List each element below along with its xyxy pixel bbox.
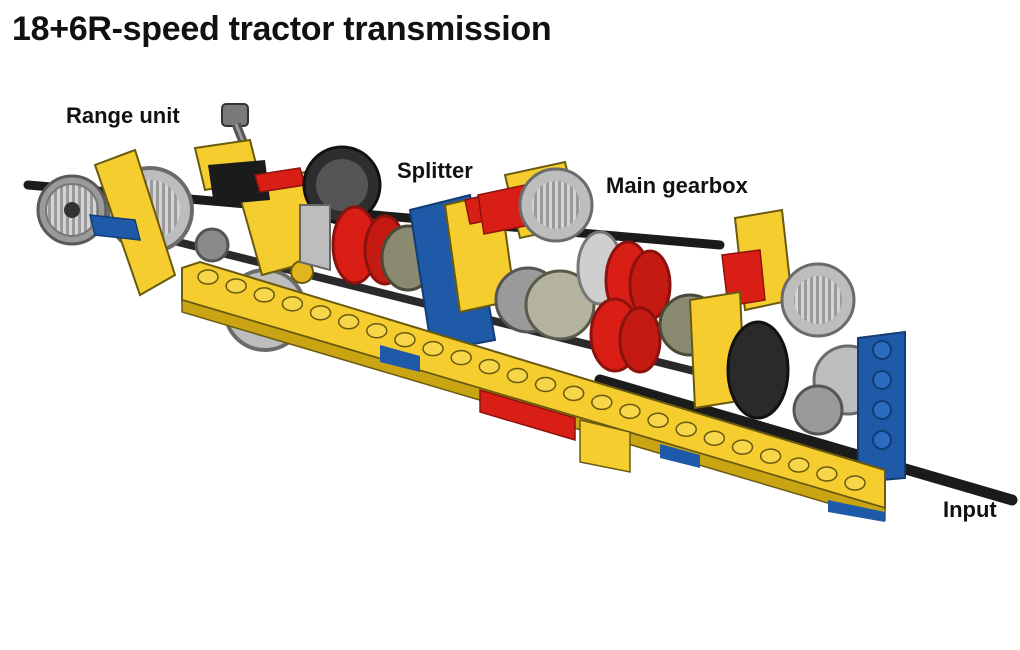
range-unit-label: Range unit	[66, 103, 180, 128]
input-frame	[857, 330, 906, 484]
beam-stud	[337, 314, 360, 330]
beam-stud	[591, 394, 613, 411]
beam-stud	[844, 475, 866, 491]
beam-stud	[450, 349, 472, 366]
main-gearbox-label: Main gearbox	[606, 173, 748, 198]
beam-stud	[309, 305, 332, 321]
beam-stud	[562, 385, 585, 402]
page-title: 18+6R-speed tractor transmission	[12, 10, 552, 48]
beam-stud	[787, 457, 810, 473]
beam-stud	[225, 278, 247, 294]
main-gearbox-assembly	[477, 160, 884, 436]
beam-stud	[506, 367, 529, 384]
input-axle	[594, 374, 1018, 506]
beam-studs	[197, 269, 866, 491]
beam-stud	[703, 430, 726, 446]
splitter-label: Splitter	[397, 158, 473, 183]
beam-stud	[816, 466, 838, 482]
input-label: Input	[943, 497, 997, 522]
beam-stud	[647, 412, 669, 429]
beam-stud	[197, 269, 219, 285]
beam-stud	[394, 331, 416, 348]
beam-stud	[422, 340, 444, 357]
beam-stud	[534, 376, 557, 393]
beam-stud	[731, 439, 754, 455]
beam-stud	[675, 421, 697, 438]
beam-stud	[619, 403, 641, 420]
beam-stud	[281, 296, 304, 312]
beam-stud	[366, 322, 388, 339]
beam-stud	[759, 448, 782, 464]
beam-stud	[478, 358, 501, 375]
splitter-assembly	[299, 145, 517, 354]
beam-stud	[253, 287, 276, 303]
range-unit-frame	[89, 138, 327, 297]
